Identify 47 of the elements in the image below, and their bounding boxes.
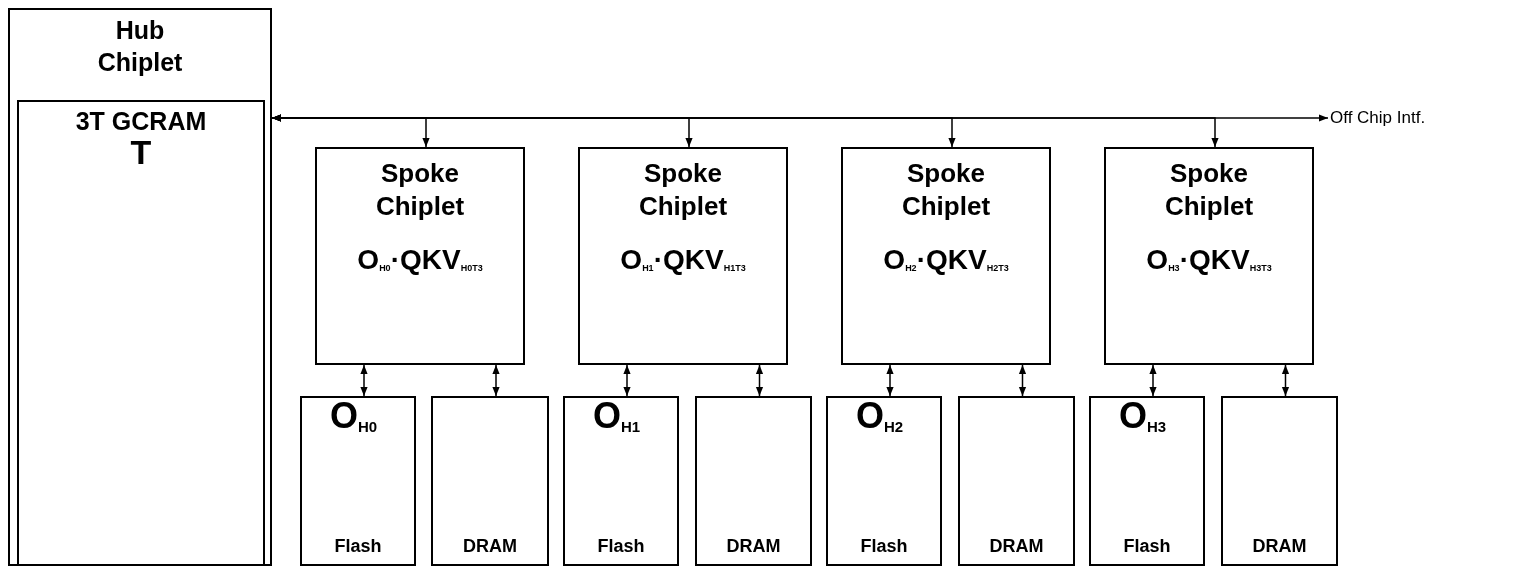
memory-label: DRAM [1251,535,1308,558]
block-box [826,396,942,566]
memory-title: 3T GCRAM [74,106,208,136]
block-box [958,396,1075,566]
memory-label: Flash [1122,535,1172,558]
block-box [563,396,679,566]
block-box [17,100,265,566]
formula-label: O$_{H0}$·QKV$_{H0T3}$ [356,243,484,277]
block-box [695,396,812,566]
memory-label: Flash [596,535,646,558]
block-box [578,147,788,365]
connector-arrow [1018,364,1027,397]
connector-arrow [1281,364,1290,397]
chiplet-title: Spoke Chiplet [1163,157,1255,223]
connector-arrow [492,364,500,397]
memory-label: Flash [333,535,383,558]
output-label: O$_{H0}$ [330,398,378,434]
block-box [8,8,272,566]
output-label: O$_{H3}$ [1119,398,1167,434]
block-box [300,396,416,566]
output-label: O$_{H1}$ [593,398,641,434]
block-box [841,147,1051,365]
formula-label: O$_{H1}$·QKV$_{H1T3}$ [619,243,747,277]
connector-arrow [271,114,1219,148]
connector-arrow [886,364,894,397]
chiplet-title: Spoke Chiplet [374,157,466,223]
chiplet-title: Spoke Chiplet [900,157,992,223]
connector-arrow [755,364,764,397]
interface-label: Off Chip Intf. [1330,107,1427,129]
chiplet-title: Spoke Chiplet [637,157,729,223]
memory-label: DRAM [988,535,1045,558]
block-box [1089,396,1205,566]
block-box [431,396,549,566]
block-box [1221,396,1338,566]
connector-arrow [1149,364,1157,397]
chiplet-title: Hub Chiplet [96,15,184,78]
formula-label: O$_{H3}$·QKV$_{H3T3}$ [1145,243,1273,277]
connector-arrow [360,364,368,397]
tensor-label: T [129,136,153,168]
block-box [315,147,525,365]
formula-label: O$_{H2}$·QKV$_{H2T3}$ [882,243,1010,277]
memory-label: DRAM [725,535,782,558]
block-box [1104,147,1314,365]
connector-arrow [623,364,631,397]
memory-label: Flash [859,535,909,558]
memory-label: DRAM [462,535,518,558]
output-label: O$_{H2}$ [856,398,904,434]
